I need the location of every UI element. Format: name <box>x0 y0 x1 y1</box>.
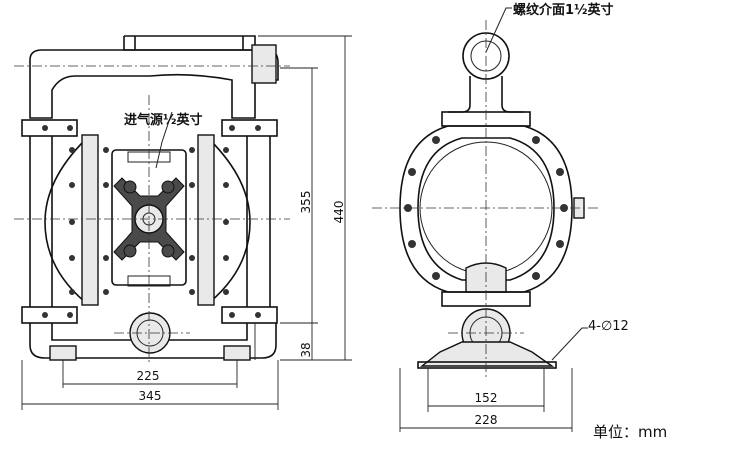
front-flange-lower-right <box>221 306 278 324</box>
dim-width-base-side: 228 <box>475 413 498 427</box>
front-flange-upper-right <box>221 119 278 137</box>
front-left-chamber <box>44 138 86 304</box>
front-flange-upper-left <box>21 119 78 137</box>
front-view <box>14 35 290 365</box>
front-boss-br <box>161 244 175 258</box>
front-boss-bl <box>123 244 137 258</box>
dim-height-total: 440 <box>332 201 346 224</box>
front-left-plate <box>81 134 99 306</box>
front-flange-studs <box>42 125 261 318</box>
unit-label: 单位：mm <box>593 423 667 441</box>
dim-width-mount-side: 152 <box>475 391 498 405</box>
front-right-column <box>246 136 271 307</box>
bolt-hole-leader <box>551 327 588 361</box>
air-inlet-leader <box>155 111 173 169</box>
front-top-port-boss <box>251 44 277 84</box>
dim-height-inlet: 38 <box>299 342 313 357</box>
dim-width-mount-front: 225 <box>137 369 160 383</box>
dim-height-body: 355 <box>299 191 313 214</box>
air-inlet-label: 进气源½英寸 <box>124 112 202 128</box>
side-body-inner <box>417 137 555 281</box>
front-right-chamber <box>209 138 251 304</box>
front-foot-left <box>49 345 77 361</box>
front-plate-bolts <box>69 147 229 295</box>
side-body-bolts <box>404 136 568 280</box>
side-base <box>419 341 555 367</box>
outlet-leader <box>485 7 512 53</box>
dim-width-base-front: 345 <box>139 389 162 403</box>
front-outlet-pipe <box>123 35 256 51</box>
front-boss-tl <box>123 180 137 194</box>
front-flange-lower-left <box>21 306 78 324</box>
front-boss-tr <box>161 180 175 194</box>
front-top-manifold <box>29 49 279 119</box>
front-right-plate <box>197 134 215 306</box>
outlet-port-label: 螺纹介面1½英寸 <box>513 2 614 18</box>
bolt-holes-label: 4-∅12 <box>588 319 629 334</box>
front-foot-right <box>223 345 251 361</box>
front-left-column <box>29 136 53 307</box>
front-dimensions <box>21 35 352 410</box>
side-view <box>372 7 600 380</box>
side-dimensions <box>399 368 573 432</box>
side-base-plate <box>417 361 557 369</box>
